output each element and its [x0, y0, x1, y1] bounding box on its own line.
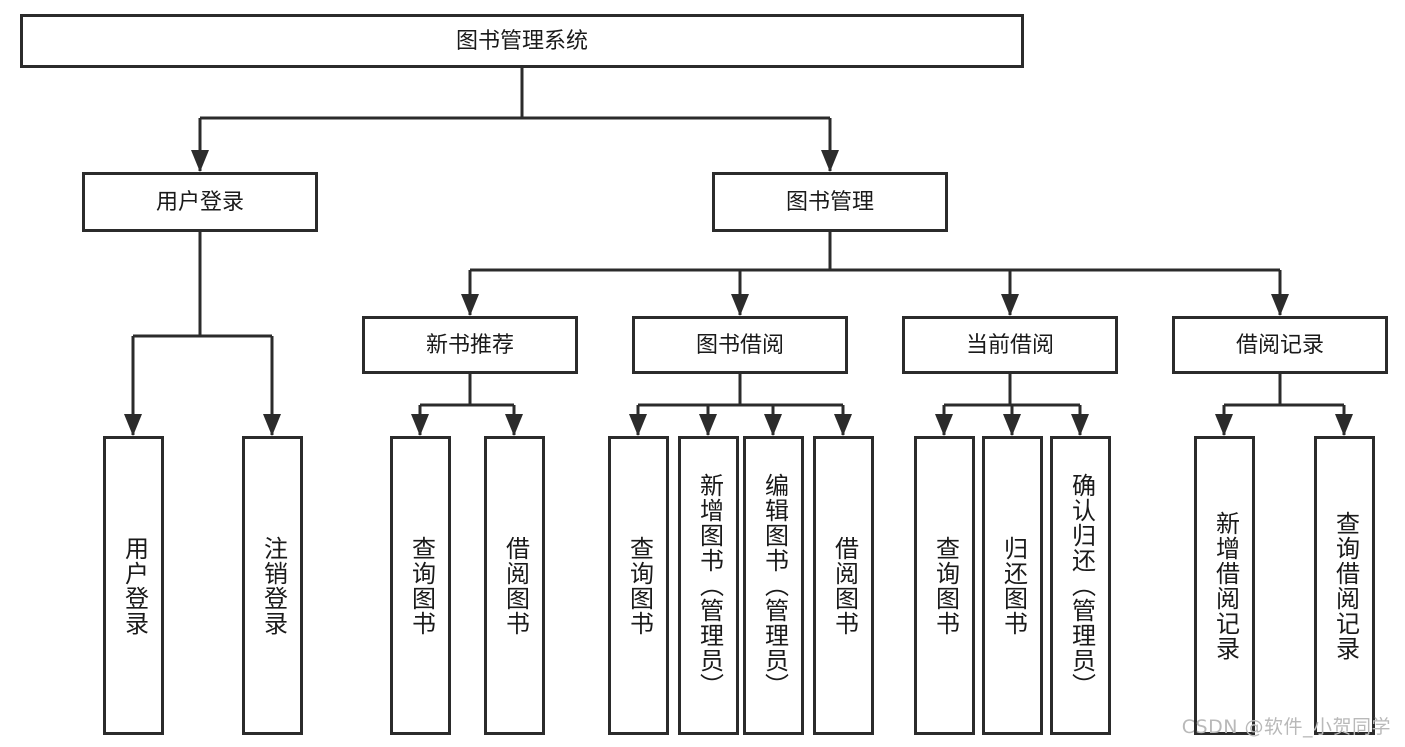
node-label-leaf-borrow-book: 借阅图书 [830, 535, 859, 636]
node-box-book-management[interactable] [712, 172, 948, 232]
node-label-leaf-query-book-borrow: 查询图书 [625, 535, 654, 636]
arrow-head-book-borrow-to-leaves-3 [834, 414, 852, 436]
node-box-root[interactable] [20, 14, 1024, 68]
box-layer [20, 14, 1388, 735]
node-box-leaf-logout[interactable] [242, 436, 303, 735]
node-label-leaf-edit-book-admin: 编辑图书（管理员） [760, 473, 789, 698]
node-label-leaf-add-borrow-record: 新增借阅记录 [1211, 510, 1240, 661]
node-label-leaf-logout: 注销登录 [259, 535, 288, 636]
node-label-wrap-leaf-logout: 注销登录 [242, 436, 303, 735]
connector-user-login-to-leaves [131, 232, 274, 435]
arrow-head-user-login-to-leaves-0 [124, 414, 142, 436]
node-box-leaf-query-borrow-record[interactable] [1314, 436, 1375, 735]
node-box-leaf-query-book-current[interactable] [914, 436, 975, 735]
connector-layer [124, 68, 1353, 436]
node-box-leaf-query-book-rec[interactable] [390, 436, 451, 735]
node-label-wrap-leaf-edit-book-admin: 编辑图书（管理员） [743, 436, 804, 735]
node-label-leaf-confirm-return-admin: 确认归还（管理员） [1067, 473, 1096, 698]
node-label-leaf-user-login: 用户登录 [120, 535, 149, 636]
node-label-book-borrow: 图书借阅 [696, 333, 784, 358]
connector-book-borrow-to-leaves [636, 374, 845, 435]
node-box-leaf-query-book-borrow[interactable] [608, 436, 669, 735]
node-box-leaf-add-book-admin[interactable] [678, 436, 739, 735]
node-label-wrap-leaf-add-book-admin: 新增图书（管理员） [678, 436, 739, 735]
node-label-wrap-leaf-borrow-book: 借阅图书 [813, 436, 874, 735]
arrow-head-borrow-records-to-leaves-0 [1215, 414, 1233, 436]
arrow-head-book-borrow-to-leaves-0 [629, 414, 647, 436]
connector-root-to-level2 [198, 68, 832, 171]
arrow-head-book-management-to-level3-2 [1001, 294, 1019, 316]
node-label-wrap-leaf-query-book-rec: 查询图书 [390, 436, 451, 735]
node-label-wrap-leaf-user-login: 用户登录 [103, 436, 164, 735]
arrow-head-root-to-level2-1 [821, 150, 839, 172]
node-label-leaf-query-book-rec: 查询图书 [407, 535, 436, 636]
node-label-user-login: 用户登录 [156, 190, 244, 215]
node-box-leaf-return-book[interactable] [982, 436, 1043, 735]
node-label-wrap-leaf-return-book: 归还图书 [982, 436, 1043, 735]
arrow-head-book-borrow-to-leaves-1 [699, 414, 717, 436]
arrow-head-book-management-to-level3-1 [731, 294, 749, 316]
arrow-head-current-borrow-to-leaves-1 [1003, 414, 1021, 436]
node-label-leaf-return-book: 归还图书 [999, 535, 1028, 636]
node-box-leaf-borrow-book[interactable] [813, 436, 874, 735]
arrow-head-new-book-recommend-to-leaves-0 [411, 414, 429, 436]
node-box-leaf-borrow-book-rec[interactable] [484, 436, 545, 735]
node-box-leaf-confirm-return-admin[interactable] [1050, 436, 1111, 735]
node-box-borrow-records[interactable] [1172, 316, 1388, 374]
arrow-head-root-to-level2-0 [191, 150, 209, 172]
node-label-book-management: 图书管理 [786, 190, 874, 215]
node-label-wrap-leaf-query-borrow-record: 查询借阅记录 [1314, 436, 1375, 735]
node-box-new-book-recommend[interactable] [362, 316, 578, 374]
arrow-head-current-borrow-to-leaves-2 [1071, 414, 1089, 436]
connector-borrow-records-to-leaves [1222, 374, 1346, 435]
node-label-borrow-records: 借阅记录 [1236, 333, 1324, 358]
arrow-head-borrow-records-to-leaves-1 [1335, 414, 1353, 436]
node-box-leaf-edit-book-admin[interactable] [743, 436, 804, 735]
node-label-leaf-query-borrow-record: 查询借阅记录 [1331, 510, 1360, 661]
arrow-head-book-borrow-to-leaves-2 [764, 414, 782, 436]
node-box-leaf-user-login[interactable] [103, 436, 164, 735]
node-label-leaf-borrow-book-rec: 借阅图书 [501, 535, 530, 636]
node-label-leaf-query-book-current: 查询图书 [931, 535, 960, 636]
arrow-head-book-management-to-level3-0 [461, 294, 479, 316]
node-label-wrap-leaf-query-book-borrow: 查询图书 [608, 436, 669, 735]
connector-new-book-recommend-to-leaves [418, 374, 516, 435]
watermark-text: CSDN @软件_小贺同学 [1181, 716, 1391, 738]
node-label-new-book-recommend: 新书推荐 [426, 333, 514, 358]
node-label-wrap-leaf-query-book-current: 查询图书 [914, 436, 975, 735]
node-label-current-borrow: 当前借阅 [966, 333, 1054, 358]
arrow-head-book-management-to-level3-3 [1271, 294, 1289, 316]
arrow-head-user-login-to-leaves-1 [263, 414, 281, 436]
node-box-book-borrow[interactable] [632, 316, 848, 374]
arrow-head-current-borrow-to-leaves-0 [935, 414, 953, 436]
node-label-wrap-leaf-add-borrow-record: 新增借阅记录 [1194, 436, 1255, 735]
node-label-root: 图书管理系统 [456, 29, 588, 54]
node-box-leaf-add-borrow-record[interactable] [1194, 436, 1255, 735]
node-box-current-borrow[interactable] [902, 316, 1118, 374]
arrow-head-new-book-recommend-to-leaves-1 [505, 414, 523, 436]
node-label-wrap-leaf-confirm-return-admin: 确认归还（管理员） [1050, 436, 1111, 735]
node-label-wrap-leaf-borrow-book-rec: 借阅图书 [484, 436, 545, 735]
node-box-user-login[interactable] [82, 172, 318, 232]
node-label-leaf-add-book-admin: 新增图书（管理员） [695, 473, 724, 698]
connector-book-management-to-level3 [468, 232, 1282, 315]
